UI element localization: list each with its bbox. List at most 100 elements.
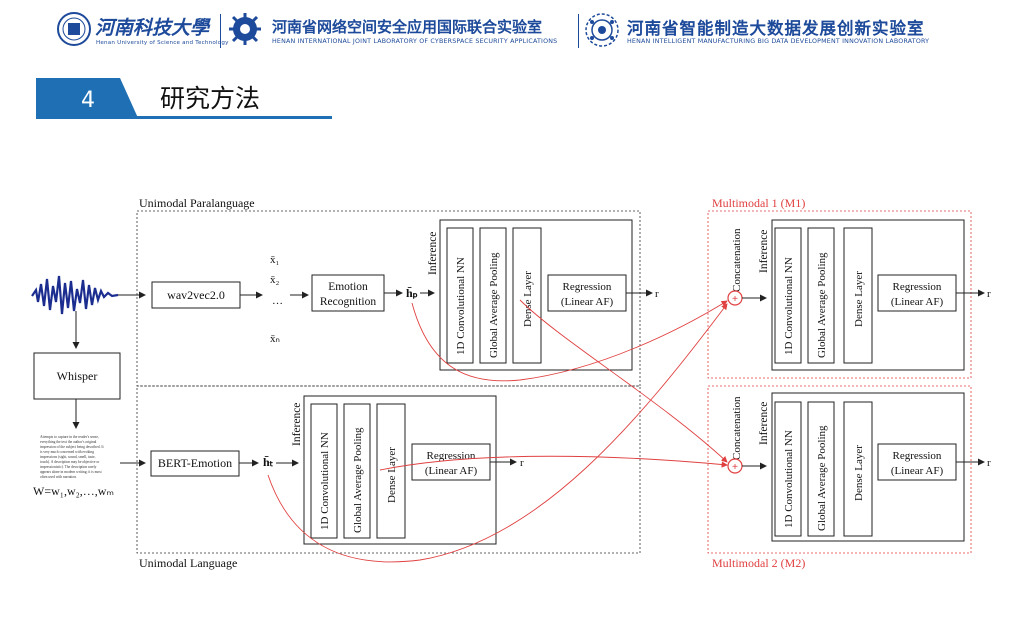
concatenation-label: Concatenation bbox=[731, 228, 743, 292]
connector-ht-to-m1 bbox=[267, 303, 728, 563]
page-header: 河南科技大學 Henan University of Science and T… bbox=[0, 0, 1020, 68]
lab2-name-en: HENAN INTELLIGENT MANUFACTURING BIG DATA… bbox=[627, 38, 930, 45]
inference-label: Inference bbox=[291, 403, 303, 446]
wav2vec-box bbox=[151, 281, 241, 309]
m1-title: Multimodal 1 (M1) bbox=[712, 196, 805, 210]
regression-box bbox=[877, 443, 957, 481]
inference-block-paralanguage bbox=[439, 219, 633, 371]
conv-layer-box bbox=[446, 227, 474, 364]
header-divider bbox=[578, 14, 579, 48]
gap-layer-box bbox=[479, 227, 507, 364]
gap-label: Global Average Pooling bbox=[816, 425, 828, 531]
hidden-hp: h̄ₚ bbox=[406, 286, 418, 300]
wav2vec-label: wav2vec2.0 bbox=[167, 288, 225, 302]
section-title-bar: 4 研究方法 bbox=[36, 78, 332, 122]
feature-x1: x̄₁ bbox=[270, 254, 280, 266]
regression-label-2: (Linear AF) bbox=[425, 465, 478, 477]
hidden-ht: h̄ₜ bbox=[263, 455, 274, 469]
inference-block-m2 bbox=[771, 392, 965, 542]
section-bar-shape: 4 研究方法 bbox=[36, 78, 332, 119]
dense-layer-box bbox=[843, 401, 873, 537]
inference-block-language bbox=[303, 395, 497, 545]
whisper-label: Whisper bbox=[57, 369, 98, 383]
lab2-name: 河南省智能制造大数据发展创新实验室 bbox=[627, 19, 925, 38]
regression-box bbox=[877, 274, 957, 312]
output-r: r bbox=[655, 288, 659, 300]
concat-plus: + bbox=[732, 461, 738, 473]
gap-label: Global Average Pooling bbox=[488, 252, 500, 358]
lab1-name: 河南省网络空间安全应用国际联合实验室 bbox=[272, 18, 543, 36]
emotion-label-1: Emotion bbox=[328, 281, 368, 293]
university-name-en: Henan University of Science and Technolo… bbox=[96, 40, 229, 46]
transcript-line: everything the text the author's origina… bbox=[40, 440, 96, 444]
university-name: 河南科技大學 bbox=[95, 17, 210, 39]
manufacturing-lab-logo-icon bbox=[585, 13, 619, 47]
bert-label: BERT-Emotion bbox=[158, 456, 232, 470]
regression-label-1: Regression bbox=[893, 281, 942, 293]
transcript-line: impressions (sight, sound, smell, taste, bbox=[40, 455, 96, 460]
gap-label: Global Average Pooling bbox=[816, 252, 828, 358]
lab1-name-en: HENAN INTERNATIONAL JOINT LABORATORY OF … bbox=[272, 38, 558, 45]
section-title: 研究方法 bbox=[160, 84, 260, 113]
output-r: r bbox=[987, 288, 991, 300]
connector-p-to-m2 bbox=[519, 299, 728, 463]
connector-hp-to-m1 bbox=[411, 300, 728, 382]
transcript-line: impression of the subject being describe… bbox=[40, 445, 104, 449]
cyberspace-lab-logo-icon bbox=[229, 13, 261, 45]
w-formula: W=w₁,w₂,…,wₘ bbox=[33, 484, 114, 498]
inference-label: Inference bbox=[758, 402, 770, 445]
m2-group bbox=[707, 385, 972, 554]
feature-xn: x̄ₙ bbox=[270, 333, 280, 345]
dense-layer-box bbox=[512, 227, 542, 364]
university-logo-icon bbox=[57, 12, 91, 46]
transcript-text: Attempts to capture in the reader's sens… bbox=[40, 435, 104, 479]
section-number: 4 bbox=[81, 88, 95, 113]
regression-label-2: (Linear AF) bbox=[891, 296, 944, 308]
m1-group bbox=[707, 210, 972, 379]
concatenation-label: Concatenation bbox=[731, 396, 743, 460]
gap-layer-box bbox=[807, 401, 835, 537]
conv-label: 1D Convolutional NN bbox=[319, 432, 331, 530]
conv-layer-box bbox=[774, 227, 802, 364]
language-title: Unimodal Language bbox=[139, 556, 237, 570]
paralanguage-title: Unimodal Paralanguage bbox=[139, 196, 255, 210]
regression-box bbox=[411, 443, 491, 481]
cross-modal-connectors bbox=[267, 299, 728, 563]
transcript-line: is very much concerned with evoking bbox=[40, 450, 94, 454]
gap-label: Global Average Pooling bbox=[352, 427, 364, 533]
m2-title: Multimodal 2 (M2) bbox=[712, 556, 805, 570]
conv-label: 1D Convolutional NN bbox=[783, 257, 795, 355]
paralanguage-group bbox=[136, 210, 641, 387]
dense-label: Dense Layer bbox=[853, 271, 865, 327]
gap-layer-box bbox=[807, 227, 835, 364]
inference-label: Inference bbox=[427, 232, 439, 275]
connector-t-to-m2 bbox=[379, 455, 728, 471]
concat-plus: + bbox=[732, 293, 738, 305]
transcript-line: often used with narration. bbox=[40, 475, 77, 479]
feature-x2: x̄₂ bbox=[270, 274, 280, 286]
dense-label: Dense Layer bbox=[853, 445, 865, 501]
transcript-line: impressionistic). The description rarely bbox=[40, 465, 97, 469]
output-r: r bbox=[987, 457, 991, 469]
conv-layer-box bbox=[774, 401, 802, 537]
audio-waveform-icon bbox=[31, 275, 119, 315]
feature-dots: … bbox=[272, 295, 283, 307]
emotion-label-2: Recognition bbox=[320, 296, 376, 308]
regression-label-1: Regression bbox=[893, 450, 942, 462]
transcript-line: appears alone in modern writing; it is m… bbox=[40, 470, 102, 474]
transcript-line: Attempts to capture in the reader's sens… bbox=[40, 435, 99, 440]
dense-label: Dense Layer bbox=[386, 447, 398, 503]
inference-label: Inference bbox=[758, 230, 770, 273]
whisper-box bbox=[33, 352, 121, 400]
architecture-diagram: Unimodal Paralanguage Unimodal Language … bbox=[31, 196, 991, 570]
transcript-line: touch). A description may be objective o… bbox=[40, 460, 100, 464]
conv-label: 1D Convolutional NN bbox=[783, 430, 795, 528]
language-group bbox=[136, 385, 641, 554]
gap-layer-box bbox=[343, 403, 371, 539]
bert-emotion-box bbox=[150, 450, 240, 477]
inference-block-m1 bbox=[771, 219, 965, 371]
dense-label: Dense Layer bbox=[522, 271, 534, 327]
conv-label: 1D Convolutional NN bbox=[455, 257, 467, 355]
conv-layer-box bbox=[310, 403, 338, 539]
regression-label-2: (Linear AF) bbox=[891, 465, 944, 477]
